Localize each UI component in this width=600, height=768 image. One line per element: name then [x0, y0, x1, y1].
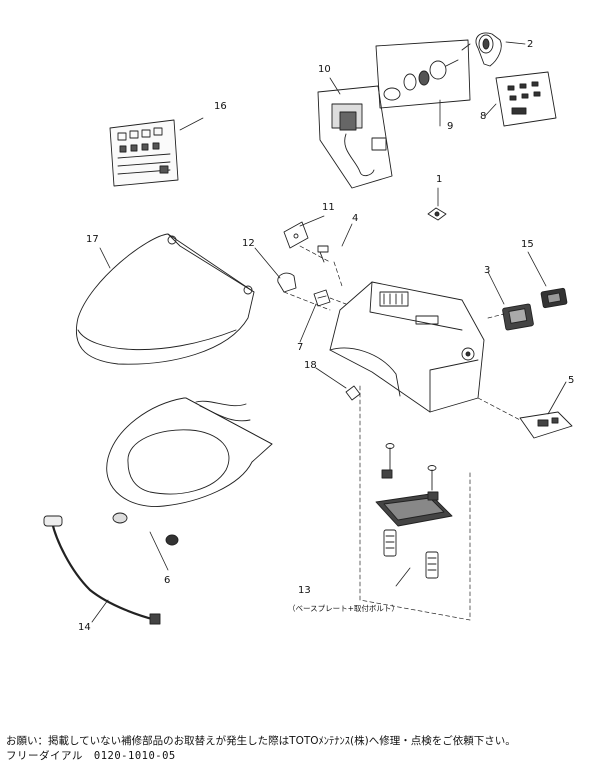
remote-control-part	[109, 119, 179, 187]
motor-unit-box	[317, 85, 393, 189]
bracket-11	[283, 221, 309, 249]
callout-10: 10	[318, 64, 331, 75]
base-plate-13	[375, 443, 453, 579]
cap-part	[427, 207, 447, 221]
callout-6: 6	[164, 575, 170, 586]
caption-base-plate: （ベースプレート+取付ボルト）	[288, 603, 399, 613]
callout-8: 8	[480, 111, 486, 122]
callout-3: 3	[484, 265, 490, 276]
callout-1: 1	[436, 174, 442, 185]
spray-knob-part	[461, 32, 502, 67]
callout-18: 18	[304, 360, 317, 371]
callout-16: 16	[214, 101, 227, 112]
callout-12: 12	[242, 238, 255, 249]
callout-5: 5	[568, 375, 574, 386]
callout-13: 13	[298, 585, 311, 596]
callout-14: 14	[78, 622, 91, 633]
seat-body	[106, 397, 273, 507]
screw-4	[317, 245, 329, 263]
lid-17	[75, 233, 255, 365]
pump-assembly-box	[375, 39, 471, 109]
callout-15: 15	[521, 239, 534, 250]
bracket-5	[519, 411, 573, 439]
leader-lines	[91, 41, 567, 623]
filter-part-3	[502, 303, 534, 331]
part-15	[540, 287, 568, 309]
callout-2: 2	[527, 39, 533, 50]
small-parts-set	[495, 71, 557, 127]
callout-4: 4	[352, 213, 358, 224]
free-dial-number: フリーダイアル 0120-1010-05	[6, 750, 176, 762]
seat-foot-6	[112, 512, 179, 546]
clip-7	[313, 289, 331, 307]
callout-7: 7	[297, 342, 303, 353]
repair-notice: お願い：掲載していない補修部品のお取替えが発生した際はTOTOﾒﾝﾃﾅﾝｽ(株)…	[6, 735, 516, 747]
clip-18	[345, 385, 361, 401]
callout-17: 17	[86, 234, 99, 245]
callout-9: 9	[447, 121, 453, 132]
clip-12	[277, 272, 297, 293]
callout-11: 11	[322, 202, 335, 213]
water-hose-14	[43, 515, 161, 625]
guide-lines	[283, 245, 521, 621]
